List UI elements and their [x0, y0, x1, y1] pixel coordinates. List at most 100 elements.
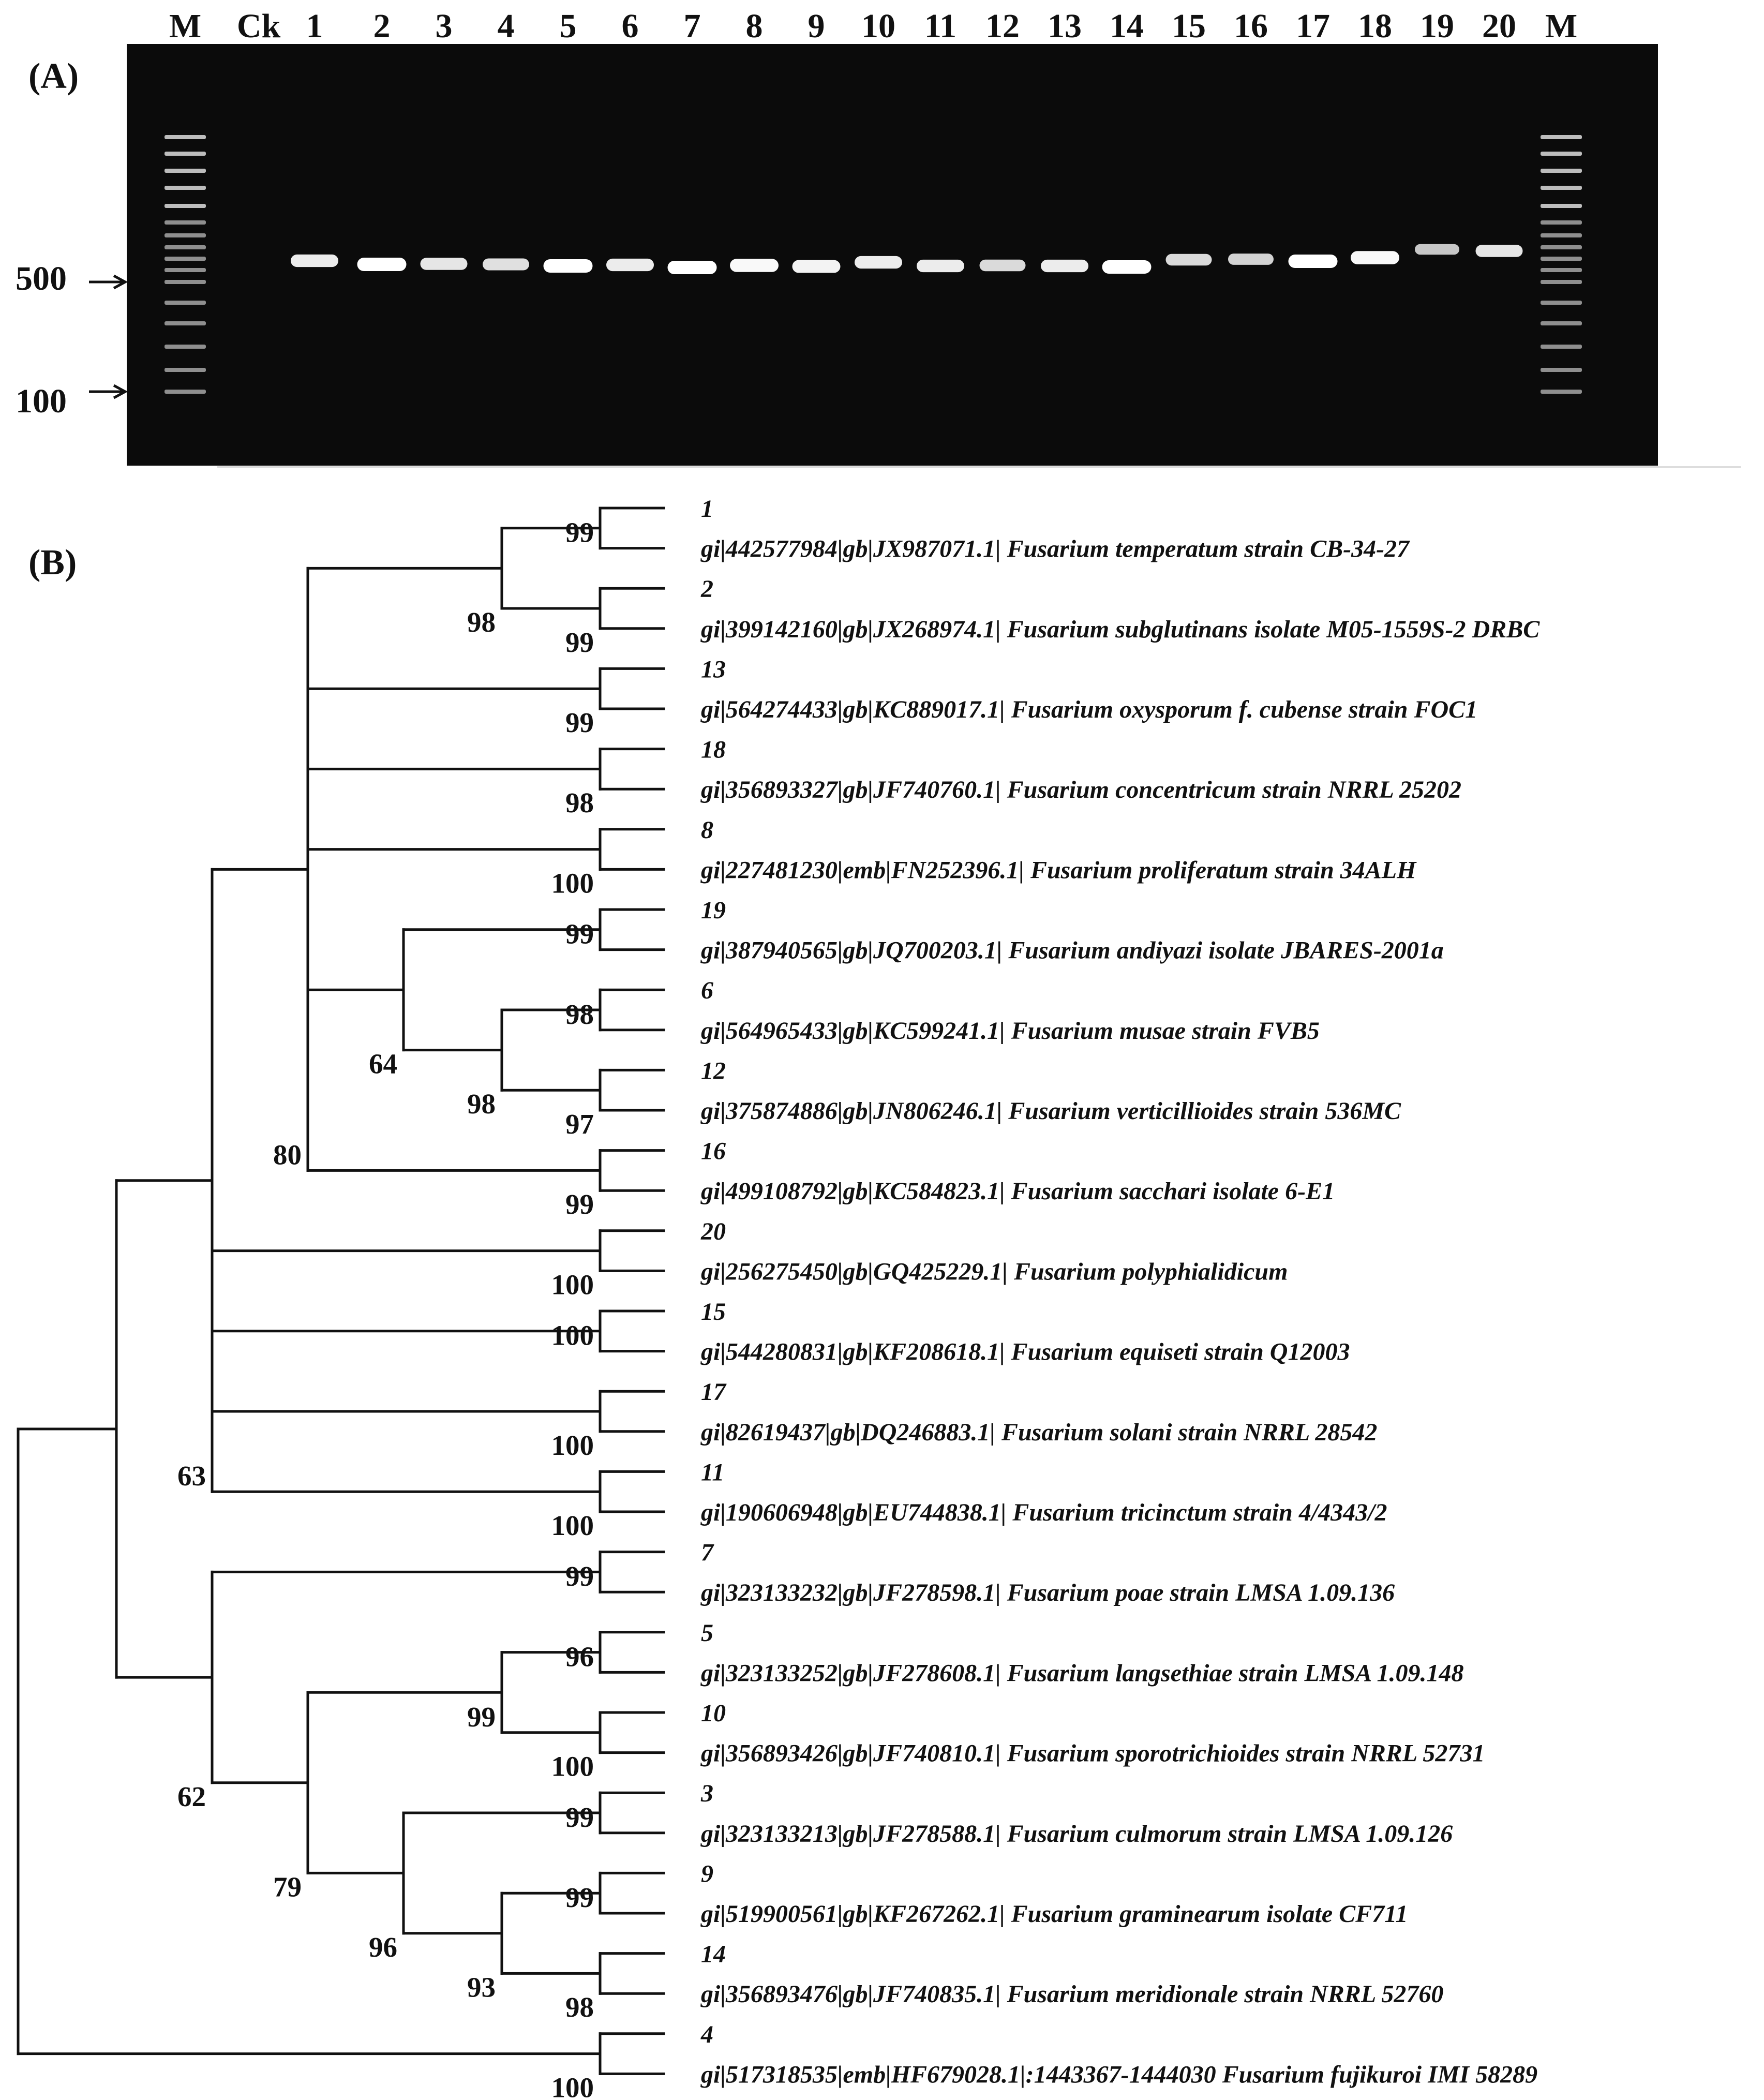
bootstrap-value: 99	[565, 1801, 594, 1833]
tip-label: 1	[701, 495, 713, 523]
bootstrap-value: 100	[551, 1751, 594, 1782]
panel-b-label: (B)	[28, 543, 77, 583]
ladder-band	[1541, 390, 1582, 394]
bootstrap-value: 79	[273, 1871, 302, 1902]
tip-label: gi|323133232|gb|JF278598.1| Fusarium poa…	[700, 1579, 1395, 1606]
ladder-band	[165, 257, 206, 261]
sample-band	[483, 258, 529, 271]
ladder-band	[165, 233, 206, 237]
bootstrap-value: 96	[565, 1641, 594, 1672]
bootstrap-value: 98	[565, 787, 594, 818]
sample-band	[1415, 244, 1459, 255]
tip-label: 6	[701, 977, 713, 1004]
sample-band	[1041, 259, 1088, 273]
sample-band	[1351, 251, 1399, 264]
ladder-band	[165, 321, 206, 325]
ladder-band	[165, 186, 206, 190]
ladder-band	[1541, 233, 1582, 237]
bootstrap-value: 100	[551, 2072, 594, 2100]
tip-label: gi|564965433|gb|KC599241.1| Fusarium mus…	[700, 1017, 1320, 1045]
size-marker-100: 100	[16, 382, 67, 420]
tip-label: gi|256275450|gb|GQ425229.1| Fusarium pol…	[700, 1258, 1288, 1285]
bootstrap-value: 62	[177, 1781, 206, 1812]
tip-label: gi|356893476|gb|JF740835.1| Fusarium mer…	[700, 1980, 1443, 2008]
bootstrap-values: 9998999998100809964989897996310010010010…	[177, 517, 594, 2100]
sample-band	[792, 260, 841, 273]
lane-label: 20	[1482, 7, 1516, 45]
lane-label: M	[1545, 7, 1577, 45]
ladder-band	[1541, 152, 1582, 156]
bootstrap-value: 98	[565, 999, 594, 1030]
lane-label: 1	[306, 7, 323, 45]
size-marker-100-arrow	[89, 384, 128, 399]
tip-label: 10	[701, 1700, 726, 1727]
tip-label: gi|356893426|gb|JF740810.1| Fusarium spo…	[700, 1740, 1485, 1767]
sample-band	[1475, 245, 1523, 257]
tip-label: gi|82619437|gb|DQ246883.1| Fusarium sola…	[700, 1419, 1377, 1446]
bootstrap-value: 100	[551, 1269, 594, 1300]
lane-label: 11	[924, 7, 956, 45]
sample-band	[667, 261, 717, 274]
lane-label: Ck	[237, 7, 281, 45]
tip-label: 19	[701, 897, 726, 924]
bootstrap-value: 99	[565, 627, 594, 658]
ladder-bands	[165, 135, 1582, 394]
ladder-band	[165, 280, 206, 284]
lane-label: 2	[373, 7, 391, 45]
ladder-band	[165, 169, 206, 173]
bootstrap-value: 100	[551, 867, 594, 899]
sample-bands	[291, 244, 1523, 274]
lane-label: 16	[1234, 7, 1268, 45]
sample-band	[979, 259, 1026, 272]
lane-label: 19	[1420, 7, 1454, 45]
ladder-band	[165, 245, 206, 249]
phylogenetic-tree	[17, 507, 665, 2075]
ladder-band	[1541, 204, 1582, 208]
tip-label: gi|544280831|gb|KF208618.1| Fusarium equ…	[700, 1338, 1350, 1366]
ladder-band	[165, 301, 206, 305]
ladder-band	[165, 268, 206, 272]
bootstrap-value: 98	[467, 606, 496, 638]
tip-label: 18	[701, 736, 726, 764]
lane-label: M	[169, 7, 201, 45]
tip-label: 2	[700, 575, 713, 603]
tip-label: 11	[701, 1458, 724, 1486]
ladder-band	[165, 204, 206, 208]
ladder-band	[1541, 220, 1582, 225]
bootstrap-value: 100	[551, 1320, 594, 1351]
bootstrap-value: 99	[565, 1560, 594, 1592]
ladder-band	[165, 152, 206, 156]
lane-label: 6	[622, 7, 639, 45]
ladder-band	[165, 135, 206, 139]
size-marker-500: 500	[16, 260, 67, 297]
tree-tip-labels: 1gi|442577984|gb|JX987071.1| Fusarium te…	[700, 495, 1540, 2088]
bootstrap-value: 98	[467, 1088, 496, 1120]
ladder-band	[1541, 321, 1582, 325]
bootstrap-value: 93	[467, 1971, 496, 2003]
tip-label: 17	[701, 1378, 727, 1406]
size-marker-500-arrow	[89, 274, 128, 290]
tip-label: 3	[700, 1780, 713, 1807]
tip-label: gi|399142160|gb|JX268974.1| Fusarium sub…	[700, 616, 1540, 643]
gel-image	[127, 44, 1658, 466]
tip-label: 15	[701, 1298, 726, 1325]
bootstrap-value: 99	[565, 707, 594, 738]
tip-label: 5	[701, 1619, 713, 1647]
lane-label: 7	[684, 7, 701, 45]
tip-label: 9	[701, 1860, 713, 1887]
tip-label: 20	[700, 1218, 726, 1245]
lane-label: 9	[808, 7, 825, 45]
lane-label: 8	[746, 7, 763, 45]
sample-band	[855, 256, 902, 269]
lane-label: 3	[436, 7, 453, 45]
sample-band	[543, 259, 593, 273]
bootstrap-value: 99	[565, 1188, 594, 1220]
tip-label: gi|499108792|gb|KC584823.1| Fusarium sac…	[700, 1178, 1335, 1205]
tip-label: gi|519900561|gb|KF267262.1| Fusarium gra…	[700, 1900, 1408, 1928]
tip-label: gi|356893327|gb|JF740760.1| Fusarium con…	[700, 776, 1461, 803]
lane-label: 4	[498, 7, 515, 45]
sample-band	[1288, 255, 1338, 268]
